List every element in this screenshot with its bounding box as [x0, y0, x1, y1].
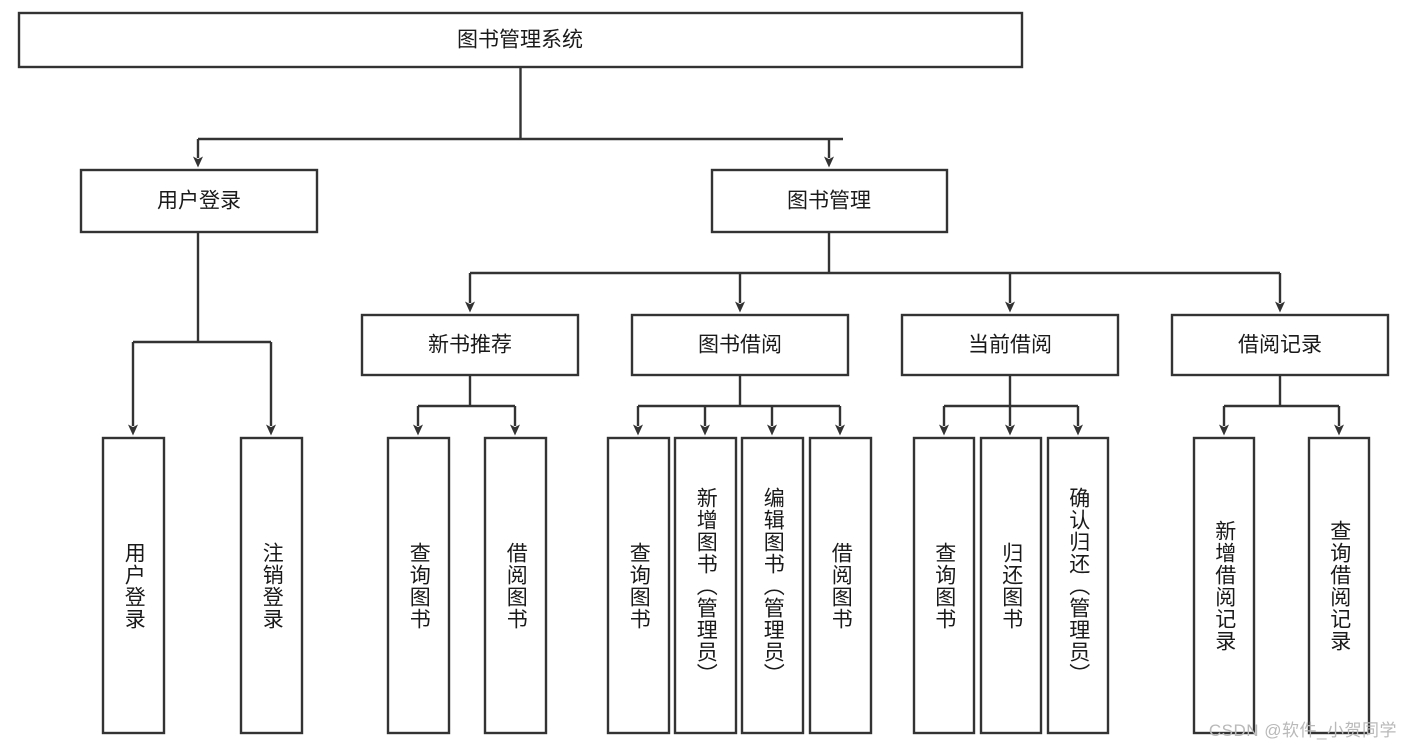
edges-book-manage-to-level3 [465, 232, 1285, 313]
node-new-book-recommend[interactable]: 新书推荐 [360, 313, 580, 377]
leaf-box-confirm-return-admin[interactable] [1046, 436, 1110, 735]
edges-records-to-leaves [1219, 375, 1344, 436]
node-borrow-records-label: 借阅记录 [1238, 334, 1322, 357]
leaf-box-logout[interactable] [239, 436, 304, 735]
node-borrow-records-box[interactable] [1170, 313, 1390, 377]
leaf-box-query-books-borrow[interactable] [606, 436, 671, 735]
node-book-borrow-label: 图书借阅 [698, 334, 782, 357]
leaf-box-edit-book-admin[interactable] [740, 436, 805, 735]
node-current-borrow[interactable]: 当前借阅 [900, 313, 1120, 377]
edges-borrow-to-leaves [633, 375, 845, 436]
edges-user-login-to-leaves [128, 232, 276, 436]
node-user-login-label: 用户登录 [157, 190, 241, 213]
node-new-book-recommend-label: 新书推荐 [428, 334, 512, 357]
edges-current-to-leaves [939, 375, 1083, 436]
node-book-management-box[interactable] [710, 168, 949, 234]
node-book-management[interactable]: 图书管理 [710, 168, 949, 234]
leaf-box-query-borrow-record[interactable] [1307, 436, 1371, 735]
leaf-box-add-book-admin[interactable] [673, 436, 738, 735]
leaf-box-return-book[interactable] [979, 436, 1043, 735]
node-current-borrow-box[interactable] [900, 313, 1120, 377]
leaf-box-query-books-current[interactable] [912, 436, 976, 735]
leaf-box-user-login[interactable] [101, 436, 166, 735]
edges-root-to-level2 [193, 67, 843, 168]
leaf-box-add-borrow-record[interactable] [1192, 436, 1256, 735]
node-root-box[interactable] [17, 11, 1024, 69]
node-book-management-label: 图书管理 [787, 190, 871, 213]
node-root-label: 图书管理系统 [457, 29, 583, 52]
leaf-box-borrow-book[interactable] [808, 436, 873, 735]
node-borrow-records[interactable]: 借阅记录 [1170, 313, 1390, 377]
edges-new-books-to-leaves [413, 375, 520, 436]
leaf-box-borrow-books-recommend[interactable] [483, 436, 548, 735]
node-book-borrow-box[interactable] [630, 313, 850, 377]
node-current-borrow-label: 当前借阅 [968, 334, 1052, 357]
node-user-login[interactable]: 用户登录 [79, 168, 319, 234]
node-new-book-recommend-box[interactable] [360, 313, 580, 377]
node-root[interactable]: 图书管理系统 [17, 11, 1024, 69]
leaf-box-query-books-recommend[interactable] [386, 436, 451, 735]
node-book-borrow[interactable]: 图书借阅 [630, 313, 850, 377]
node-user-login-box[interactable] [79, 168, 319, 234]
